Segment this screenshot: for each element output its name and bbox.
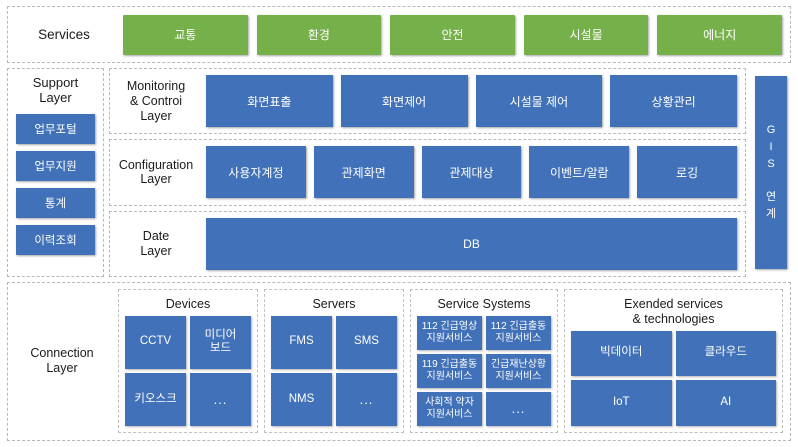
gis-letter-i: I: [769, 141, 773, 153]
server-cell-more[interactable]: ...: [336, 372, 397, 426]
svcsys-cell-vulnerable-groups[interactable]: 사회적 약자 지원서비스: [417, 391, 482, 426]
gis-korean-gye: 계: [765, 208, 777, 220]
data-box-db[interactable]: DB: [206, 217, 737, 270]
monitoring-control-layer-label: Monitoring & Controi Layer: [126, 79, 186, 123]
device-cell-media-board[interactable]: 미디어 보드: [190, 315, 251, 369]
group-servers-grid: FMS SMS NMS ...: [271, 315, 397, 426]
group-service-systems: Service Systems 112 긴급영상 지원서비스 112 긴급출동 …: [410, 289, 558, 433]
support-layer-panel: Support Layer 업무포털 업무지원 통계 이력조회: [7, 68, 104, 277]
server-cell-nms[interactable]: NMS: [271, 372, 332, 426]
group-service-systems-grid: 112 긴급영상 지원서비스 112 긴급출동 지원서비스 119 긴급출동 지…: [417, 315, 551, 426]
support-layer-title: Support Layer: [32, 75, 79, 105]
server-cell-sms[interactable]: SMS: [336, 315, 397, 369]
data-layer-items: DB: [206, 217, 737, 270]
gis-letter-s: S: [767, 158, 775, 170]
gis-column: G I S 연 계: [751, 68, 791, 277]
configuration-layer-row: Configuration Layer 사용자계정 관제화면 관제대상 이벤트/…: [109, 139, 746, 206]
service-chip-traffic[interactable]: 교통: [123, 14, 248, 55]
connection-layer-label: Connection Layer: [30, 346, 94, 375]
support-button-assist[interactable]: 업무지원: [16, 150, 95, 181]
device-cell-more[interactable]: ...: [190, 372, 251, 426]
cfg-box-control-target[interactable]: 관제대상: [421, 146, 522, 199]
group-servers: Servers FMS SMS NMS ...: [264, 289, 404, 433]
services-row-label: Services: [38, 26, 90, 42]
monitoring-control-layer-items: 화면표출 화면제어 시설물 제어 상황관리: [206, 75, 737, 128]
layers-column: Monitoring & Controi Layer 화면표출 화면제어 시설물…: [109, 68, 746, 277]
svcsys-cell-more[interactable]: ...: [486, 391, 551, 426]
group-extended-services-grid: 빅데이터 클라우드 IoT AI: [571, 330, 776, 426]
gis-korean-yeon: 연: [765, 191, 777, 203]
ext-cell-bigdata[interactable]: 빅데이터: [571, 330, 672, 377]
service-chip-energy[interactable]: 에너지: [657, 14, 782, 55]
svcsys-cell-emergency-disaster[interactable]: 긴급재난상황 지원서비스: [486, 353, 551, 388]
support-button-history[interactable]: 이력조회: [16, 224, 95, 255]
svcsys-cell-112-emergency-dispatch[interactable]: 112 긴급출동 지원서비스: [486, 315, 551, 350]
group-devices: Devices CCTV 미디어 보드 키오스크 ...: [118, 289, 258, 433]
service-chip-environment[interactable]: 환경: [256, 14, 382, 55]
mc-box-screen-control[interactable]: 화면제어: [340, 75, 468, 128]
cfg-box-event-alarm[interactable]: 이벤트/알람: [529, 146, 630, 199]
mc-box-screen-display[interactable]: 화면표출: [206, 75, 333, 128]
group-devices-title: Devices: [165, 297, 211, 311]
ext-cell-iot[interactable]: IoT: [571, 380, 672, 426]
group-extended-services: Exended services & technologies 빅데이터 클라우…: [564, 289, 783, 433]
cfg-box-user-account[interactable]: 사용자계정: [206, 146, 306, 199]
support-button-stats[interactable]: 통계: [16, 187, 95, 218]
services-chip-list: 교통 환경 안전 시설물 에너지: [123, 14, 782, 55]
monitoring-control-layer-row: Monitoring & Controi Layer 화면표출 화면제어 시설물…: [109, 68, 746, 135]
platform-layers-row: Support Layer 업무포털 업무지원 통계 이력조회 Monitori…: [7, 68, 791, 277]
device-cell-kiosk[interactable]: 키오스크: [125, 372, 186, 426]
ext-cell-cloud[interactable]: 클라우드: [675, 330, 776, 377]
group-service-systems-title: Service Systems: [437, 297, 531, 311]
services-row: Services 교통 환경 안전 시설물 에너지: [7, 6, 791, 63]
group-extended-services-title: Exended services & technologies: [624, 297, 723, 326]
data-layer-row: Date Layer DB: [109, 210, 746, 277]
mc-box-facility-control[interactable]: 시설물 제어: [475, 75, 603, 128]
support-button-portal[interactable]: 업무포털: [16, 113, 95, 144]
group-devices-grid: CCTV 미디어 보드 키오스크 ...: [125, 315, 251, 426]
connection-layer-row: Connection Layer Devices CCTV 미디어 보드 키오스…: [7, 282, 791, 441]
mc-box-situation-mgmt[interactable]: 상황관리: [610, 75, 737, 128]
gis-integration-bar[interactable]: G I S 연 계: [755, 76, 787, 269]
ext-cell-ai[interactable]: AI: [675, 380, 776, 426]
svcsys-cell-119-emergency-dispatch[interactable]: 119 긴급출동 지원서비스: [417, 353, 482, 388]
group-servers-title: Servers: [312, 297, 356, 311]
cfg-box-logging[interactable]: 로깅: [637, 146, 737, 199]
service-chip-facilities[interactable]: 시설물: [523, 14, 649, 55]
device-cell-cctv[interactable]: CCTV: [125, 315, 186, 369]
server-cell-fms[interactable]: FMS: [271, 315, 332, 369]
svcsys-cell-112-emergency-video[interactable]: 112 긴급영상 지원서비스: [417, 315, 482, 350]
service-chip-safety[interactable]: 안전: [390, 14, 515, 55]
configuration-layer-items: 사용자계정 관제화면 관제대상 이벤트/알람 로깅: [206, 146, 737, 199]
cfg-box-control-screen[interactable]: 관제화면: [313, 146, 414, 199]
configuration-layer-label: Configuration Layer: [118, 157, 194, 187]
data-layer-label: Date Layer: [140, 229, 172, 258]
gis-letter-g: G: [766, 124, 776, 136]
